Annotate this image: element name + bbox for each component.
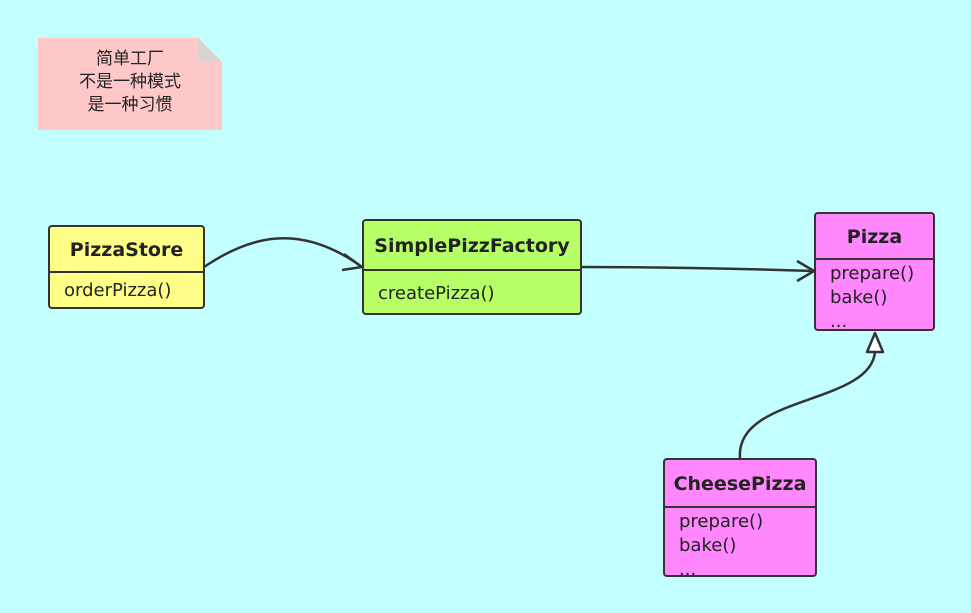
generalization-triangle	[865, 331, 885, 354]
class-member: orderPizza()	[64, 280, 172, 301]
association-store-to-factory	[203, 237, 363, 269]
class-members: prepare() bake() ...	[665, 508, 815, 577]
generalization-cheese-to-pizza	[738, 351, 877, 459]
class-pizza[interactable]: Pizza prepare() bake() ...	[814, 212, 935, 331]
note-shape	[38, 38, 222, 130]
note-line-1: 简单工厂	[96, 49, 164, 69]
note-line-3: 是一种习惯	[87, 95, 173, 115]
class-pizzastore[interactable]: PizzaStore orderPizza()	[48, 225, 205, 309]
class-name: PizzaStore	[50, 227, 203, 273]
class-member: ...	[679, 559, 697, 577]
class-simplepizzfactory[interactable]: SimplePizzFactory createPizza()	[362, 219, 582, 315]
class-members: orderPizza()	[50, 273, 203, 303]
class-member: prepare()	[830, 263, 915, 284]
class-cheesepizza[interactable]: CheesePizza prepare() bake() ...	[663, 458, 817, 577]
class-members: createPizza()	[364, 271, 580, 306]
association-factory-to-pizza	[581, 265, 815, 273]
class-member: ...	[830, 311, 848, 331]
note-line-2: 不是一种模式	[79, 72, 181, 92]
class-member: createPizza()	[378, 283, 495, 304]
class-name: CheesePizza	[665, 460, 815, 508]
class-name: Pizza	[816, 214, 933, 260]
class-member: bake()	[830, 287, 888, 308]
class-member: bake()	[679, 535, 737, 556]
class-name: SimplePizzFactory	[364, 221, 580, 271]
class-members: prepare() bake() ...	[816, 260, 933, 331]
class-member: prepare()	[679, 511, 764, 532]
note-text: 简单工厂 不是一种模式 是一种习惯	[38, 48, 222, 117]
